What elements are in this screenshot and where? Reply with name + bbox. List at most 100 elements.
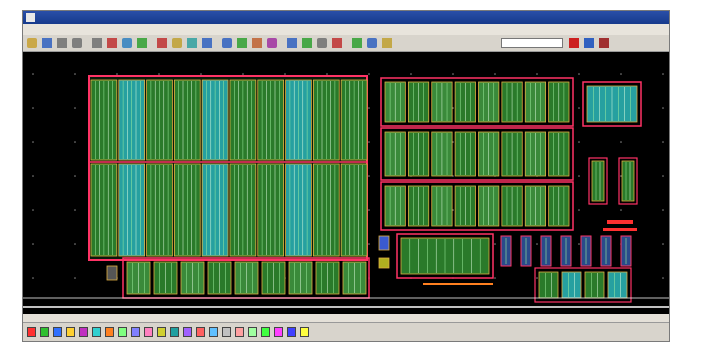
grid-dot <box>578 243 580 245</box>
open-icon[interactable] <box>27 38 37 48</box>
layer-swatch-17[interactable] <box>248 327 257 337</box>
stretch-icon[interactable] <box>187 38 197 48</box>
layer-swatch-4[interactable] <box>79 327 88 337</box>
redo-icon[interactable] <box>92 38 102 48</box>
bottom-right-cell[interactable] <box>584 271 605 299</box>
select-combo[interactable] <box>501 38 563 48</box>
bottom-right-cell[interactable] <box>607 271 628 299</box>
ruler-icon[interactable] <box>252 38 262 48</box>
grid-dot <box>662 107 664 109</box>
drc-icon[interactable] <box>352 38 362 48</box>
bottom-right-cell[interactable] <box>561 271 582 299</box>
grid-dot <box>74 141 76 143</box>
logic-row-1[interactable] <box>380 127 574 181</box>
logic-row-0[interactable] <box>380 77 574 127</box>
marker-a[interactable] <box>607 220 633 224</box>
layer-swatch-3[interactable] <box>66 327 75 337</box>
grid-dot <box>74 73 76 75</box>
path-icon[interactable] <box>267 38 277 48</box>
grid-dot <box>620 209 622 211</box>
query-icon[interactable] <box>382 38 392 48</box>
vstrip-b[interactable] <box>621 160 635 202</box>
logic-row-2[interactable] <box>380 181 574 231</box>
layer-swatch-8[interactable] <box>131 327 140 337</box>
bottom-right-frame[interactable] <box>534 267 632 303</box>
layer-swatch-14[interactable] <box>209 327 218 337</box>
ip-block-frame[interactable] <box>582 81 642 127</box>
grid-dot <box>32 175 34 177</box>
delete-icon[interactable] <box>157 38 167 48</box>
io-pad[interactable] <box>378 257 390 269</box>
layer-icon[interactable] <box>584 38 594 48</box>
layout-canvas[interactable] <box>23 52 669 314</box>
bottom-right-cell[interactable] <box>538 271 559 299</box>
grid-dot <box>368 141 370 143</box>
layer-swatch-19[interactable] <box>274 327 283 337</box>
toolbar <box>23 35 669 52</box>
layout-editor-window <box>22 10 670 342</box>
copy-icon[interactable] <box>122 38 132 48</box>
grid-dot <box>116 73 118 75</box>
layer-swatch-20[interactable] <box>287 327 296 337</box>
layer-swatch-15[interactable] <box>222 327 231 337</box>
layer-swatch-5[interactable] <box>92 327 101 337</box>
layer-palette <box>23 322 669 341</box>
layer-swatch-16[interactable] <box>235 327 244 337</box>
move-icon[interactable] <box>172 38 182 48</box>
layer-swatch-10[interactable] <box>157 327 166 337</box>
grid-dot <box>662 73 664 75</box>
save-icon[interactable] <box>42 38 52 48</box>
layer-swatch-21[interactable] <box>300 327 309 337</box>
marker-b[interactable] <box>603 228 637 231</box>
fit-icon[interactable] <box>237 38 247 48</box>
stop-icon[interactable] <box>569 38 579 48</box>
layer-swatch-9[interactable] <box>144 327 153 337</box>
layer-swatch-18[interactable] <box>261 327 270 337</box>
sense-block-frame[interactable] <box>396 233 494 279</box>
rect-icon[interactable] <box>287 38 297 48</box>
grid-dot <box>662 209 664 211</box>
grid-dot <box>368 107 370 109</box>
cut-icon[interactable] <box>107 38 117 48</box>
lvs-icon[interactable] <box>367 38 377 48</box>
undo-icon[interactable] <box>72 38 82 48</box>
status-bar <box>23 314 669 322</box>
layer-swatch-12[interactable] <box>183 327 192 337</box>
polygon-icon[interactable] <box>302 38 312 48</box>
grid-dot <box>74 107 76 109</box>
grid-dot <box>368 175 370 177</box>
app-icon[interactable] <box>26 13 35 22</box>
grid-dot <box>242 73 244 75</box>
layout-drawing[interactable] <box>23 52 669 314</box>
io-pad[interactable] <box>378 235 390 251</box>
menu-bar <box>23 24 669 35</box>
bottom-tap[interactable] <box>106 265 118 281</box>
grid-dot <box>32 209 34 211</box>
layer-swatch-0[interactable] <box>27 327 36 337</box>
layer-swatch-2[interactable] <box>53 327 62 337</box>
label-icon[interactable] <box>317 38 327 48</box>
print-icon[interactable] <box>57 38 67 48</box>
grid-dot <box>578 209 580 211</box>
vstrip-a[interactable] <box>591 160 605 202</box>
grid-dot <box>32 141 34 143</box>
layer-swatch-7[interactable] <box>118 327 127 337</box>
zoom-out-icon[interactable] <box>222 38 232 48</box>
layer-swatch-11[interactable] <box>170 327 179 337</box>
vstrip-b-frame[interactable] <box>618 157 638 205</box>
paste-icon[interactable] <box>137 38 147 48</box>
via-icon[interactable] <box>332 38 342 48</box>
grid-dot <box>494 277 496 279</box>
grid-dot <box>74 277 76 279</box>
grid-icon[interactable] <box>599 38 609 48</box>
grid-dot <box>410 73 412 75</box>
layer-swatch-6[interactable] <box>105 327 114 337</box>
vstrip-a-frame[interactable] <box>588 157 608 205</box>
title-bar[interactable] <box>23 11 669 24</box>
grid-dot <box>662 277 664 279</box>
layer-swatch-1[interactable] <box>40 327 49 337</box>
grid-dot <box>452 141 454 143</box>
layer-swatch-13[interactable] <box>196 327 205 337</box>
zoom-in-icon[interactable] <box>202 38 212 48</box>
grid-dot <box>452 73 454 75</box>
